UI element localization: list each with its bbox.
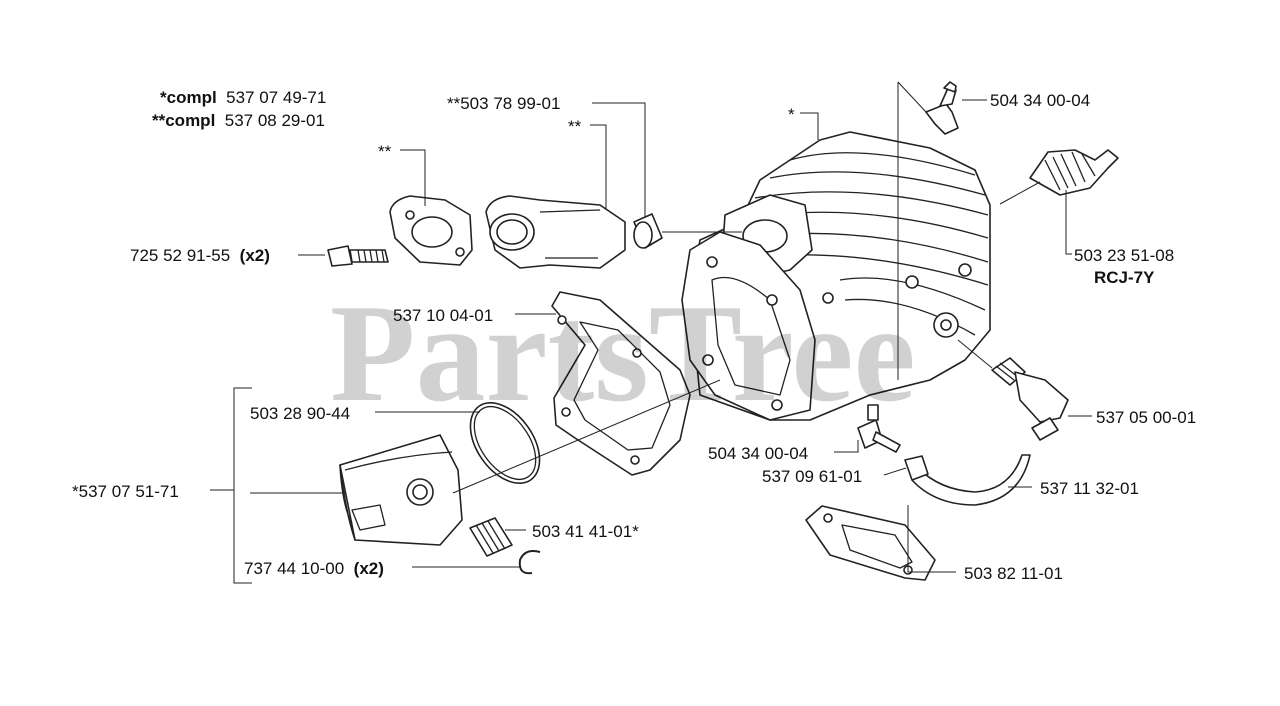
label-503-82-11-01[interactable]: 503 82 11-01 [964, 564, 1063, 583]
label-504-34-00-04-bottom[interactable]: 504 34 00-04 [708, 444, 808, 463]
label-503-23-51-08[interactable]: 503 23 51-08 [1074, 246, 1174, 265]
label-537-10-04-01[interactable]: 537 10 04-01 [393, 306, 493, 325]
watermark: PartsTree [330, 276, 916, 431]
decompression-valve[interactable] [991, 357, 1069, 441]
intake-flange[interactable] [389, 195, 473, 266]
hose-connector[interactable] [904, 455, 929, 481]
needle-bearing[interactable] [469, 517, 513, 557]
label-503-28-90-44[interactable]: 503 28 90-44 [250, 404, 350, 423]
part-labels: *compl 537 07 49-71 **compl 537 08 29-01… [72, 88, 1196, 583]
label-intake-stars[interactable]: ** [568, 117, 582, 136]
exhaust-gasket[interactable] [805, 505, 936, 581]
piston[interactable] [339, 434, 463, 546]
label-537-11-32-01[interactable]: 537 11 32-01 [1040, 479, 1139, 498]
leader-lines [210, 81, 1092, 584]
label-manifold-stars[interactable]: ** [378, 142, 392, 161]
circlip[interactable] [518, 550, 541, 575]
label-503-78-99-01[interactable]: **503 78 99-01 [447, 94, 560, 113]
impulse-hose[interactable] [911, 454, 1031, 506]
label-504-34-00-04-top[interactable]: 504 34 00-04 [990, 91, 1090, 110]
label-compl-2: **compl 537 08 29-01 [152, 111, 325, 130]
label-spark-plug-type: RCJ-7Y [1094, 268, 1155, 287]
label-737-44-10-00[interactable]: 737 44 10-00 (x2) [244, 559, 384, 578]
screw[interactable] [327, 245, 389, 267]
piston-ring[interactable] [456, 390, 553, 496]
elbow-nipple-top[interactable] [228, 0, 959, 135]
elbow-nipple-bottom[interactable] [857, 404, 901, 453]
cylinder-gasket[interactable] [551, 291, 691, 476]
label-compl-1: *compl 537 07 49-71 [160, 88, 326, 107]
label-cylinder-star[interactable]: * [788, 105, 795, 124]
spark-plug[interactable] [1029, 149, 1119, 196]
label-725-52-91-55[interactable]: 725 52 91-55 (x2) [130, 246, 270, 265]
label-537-05-00-01[interactable]: 537 05 00-01 [1096, 408, 1196, 427]
label-503-41-41-01[interactable]: 503 41 41-01* [532, 522, 639, 541]
intake-adapter[interactable] [485, 195, 626, 269]
label-537-07-51-71[interactable]: *537 07 51-71 [72, 482, 179, 501]
label-537-09-61-01[interactable]: 537 09 61-01 [762, 467, 862, 486]
cylinder[interactable] [681, 131, 991, 421]
bushing[interactable] [633, 213, 663, 249]
